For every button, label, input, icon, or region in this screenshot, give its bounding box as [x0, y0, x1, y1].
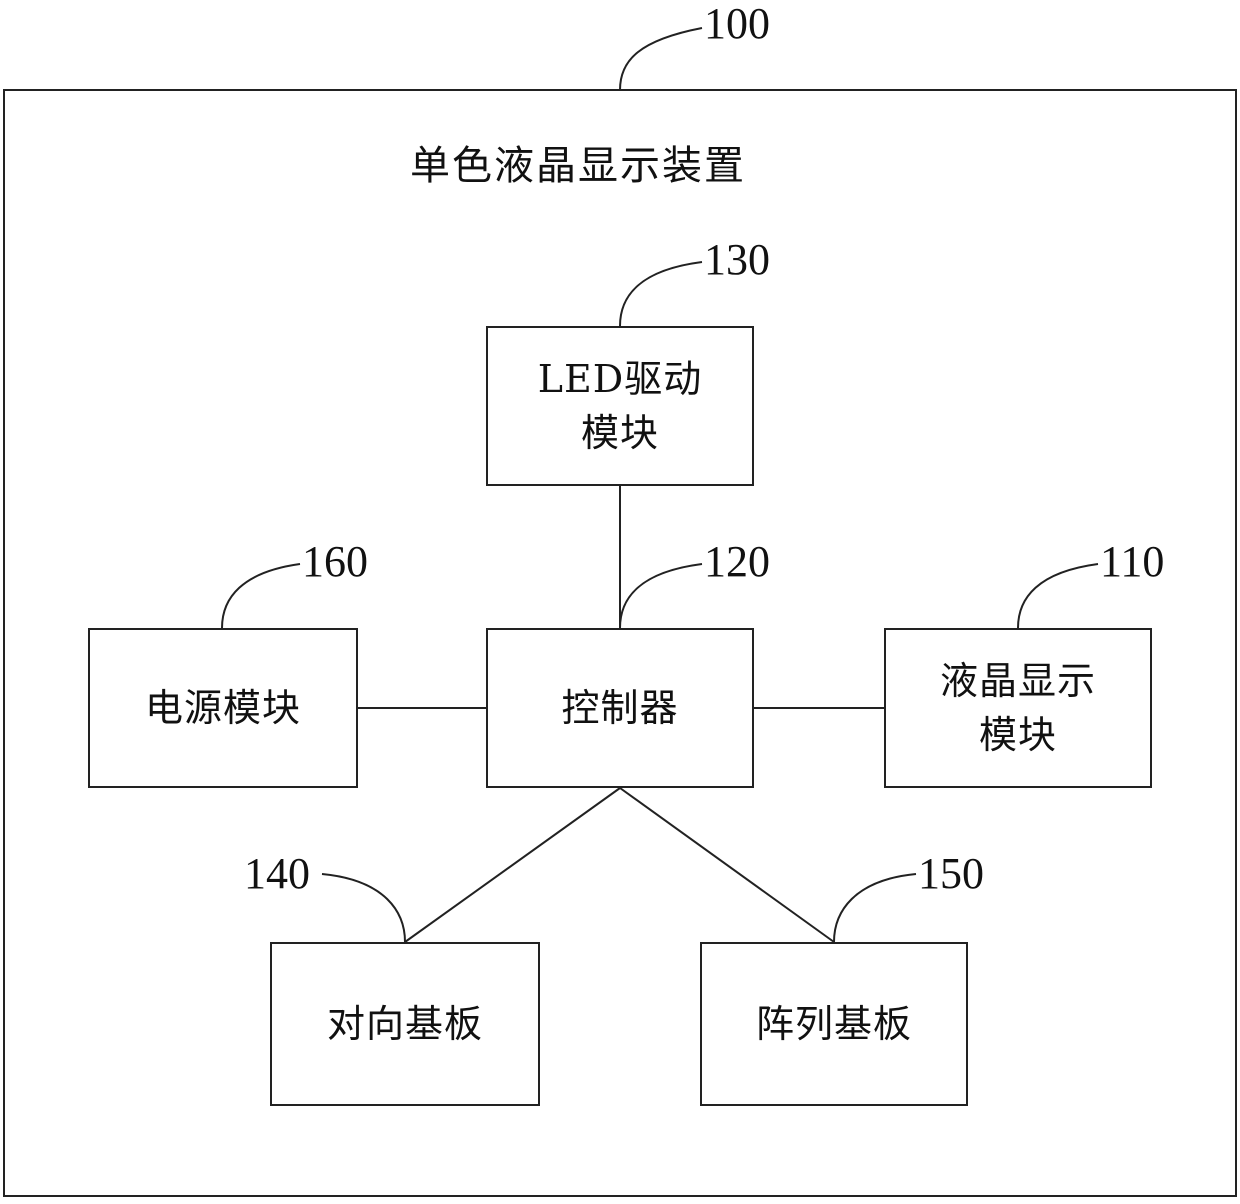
- lcd-module: 液晶显示 模块: [884, 628, 1152, 788]
- controller: 控制器: [486, 628, 754, 788]
- lcd-module-label: 液晶显示 模块: [940, 654, 1096, 762]
- leader-160: [222, 564, 300, 628]
- led-driver-module: LED驱动 模块: [486, 326, 754, 486]
- opposite-substrate-label: 对向基板: [327, 997, 483, 1051]
- array-substrate-label: 阵列基板: [756, 997, 912, 1051]
- ref-100: 100: [704, 2, 770, 46]
- leader-130: [620, 262, 702, 326]
- leader-110: [1018, 564, 1098, 628]
- ref-160: 160: [302, 540, 368, 584]
- power-module-label: 电源模块: [145, 681, 301, 735]
- power-module: 电源模块: [88, 628, 358, 788]
- device-title: 单色液晶显示装置: [410, 142, 746, 190]
- controller-label: 控制器: [561, 681, 678, 735]
- leader-100: [620, 28, 702, 90]
- ref-140: 140: [244, 852, 310, 896]
- array-substrate: 阵列基板: [700, 942, 968, 1106]
- leader-120: [620, 564, 702, 628]
- leader-140: [322, 874, 405, 942]
- led-driver-module-label: LED驱动 模块: [538, 352, 702, 460]
- ref-150: 150: [918, 852, 984, 896]
- ref-130: 130: [704, 238, 770, 282]
- leader-150: [834, 874, 916, 942]
- link-controller-opposite: [405, 788, 620, 942]
- opposite-substrate: 对向基板: [270, 942, 540, 1106]
- ref-110: 110: [1100, 540, 1164, 584]
- link-controller-array: [620, 788, 834, 942]
- ref-120: 120: [704, 540, 770, 584]
